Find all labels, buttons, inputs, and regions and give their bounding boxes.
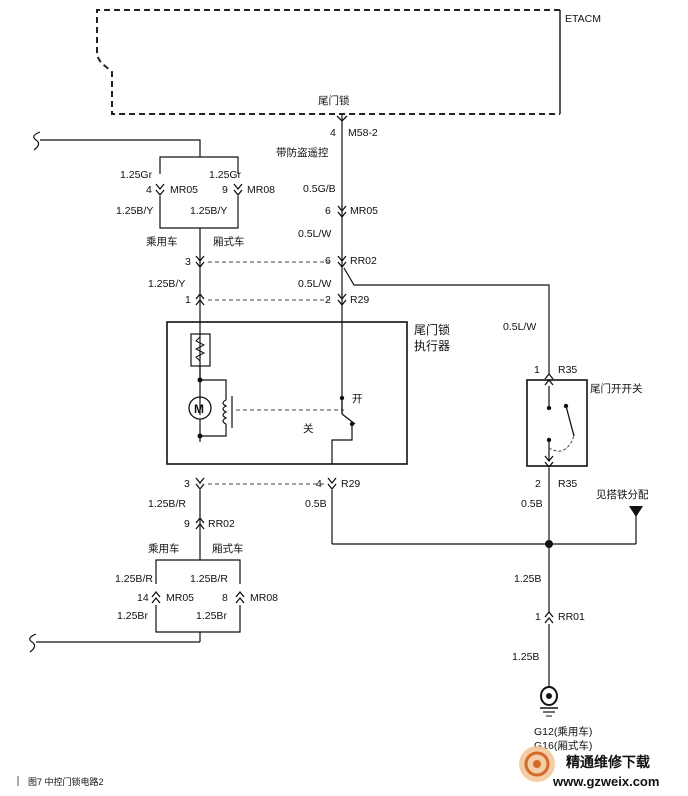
bottom-left-wire-left-out: 1.25Br [117,610,148,622]
center-wire-2: 0.5L/W [298,228,331,240]
bottom-left-conn-right-pin: 8 [222,592,228,604]
bottom-left-variant-right: 厢式车 [212,542,244,555]
etacm-module-outline [96,9,560,115]
actuator-open-label: 开 [352,393,363,405]
switch-blade [565,405,575,437]
center-wire-3: 0.5L/W [298,278,331,290]
bottom-left-conn-right-code: MR08 [250,592,278,604]
top-left-wire-left-out: 1.25B/Y [116,205,153,217]
bottom-left-wire-right: 1.25B/R [190,573,228,585]
center-conn-2-code: RR02 [350,255,377,267]
bottom-left-conn-code: RR02 [208,518,235,530]
actuator-bottom-left-wire: 1.25B/R [148,498,186,510]
left-mid-conn-2-pin: 1 [185,294,191,306]
switch-pin-bottom: 2 [535,478,541,490]
ground-wire-1: 1.25B [514,573,541,585]
bottom-left-wire-right-out: 1.25Br [196,610,227,622]
top-connector-pin: 4 [330,127,336,139]
top-left-conn-right-pin: 9 [222,184,228,196]
connector-r29-bottom-left [195,477,205,490]
top-connector-code: M58-2 [348,127,378,139]
top-left-wire-left: 1.25Gr [120,169,153,181]
bottom-left-variant-left: 乘用车 [148,542,180,555]
center-conn-2-pin: 6 [325,255,331,267]
top-left-wire-right-out: 1.25B/Y [190,205,227,217]
actuator-close-label: 关 [303,422,314,435]
left-mid-wire: 1.25B/Y [148,278,185,290]
tailgate-open-switch [526,379,588,467]
motor-label: M [194,402,204,416]
switch-title: 尾门开开关 [590,382,643,395]
top-left-variant-left: 乘用车 [146,235,178,248]
watermark-url: www.gzweix.com [552,774,659,789]
connector-mr08-top-left [233,183,243,196]
connector-r29-bottom-right [327,477,337,490]
ground-reference-arrow [629,506,643,517]
switch-wire-out: 0.5B [521,498,543,510]
top-left-conn-left-pin: 4 [146,184,152,196]
ground-label-1: G12(乘用车) [534,725,592,738]
watermark-text: 精通维修下载 [566,754,650,770]
switch-pin-top: 1 [534,364,540,376]
watermark-logo [519,746,555,782]
actuator-title-1: 尾门锁 [414,322,450,337]
connector-rr01 [544,611,554,624]
top-left-conn-right-code: MR08 [247,184,275,196]
center-conn-1-pin: 6 [325,205,331,217]
ground-label-2: G16(厢式车) [534,739,592,752]
ground-reference-label: 见搭铁分配 [596,488,649,501]
bottom-left-conn-left-pin: 14 [137,592,149,604]
connector-mr05-top-left [155,183,165,196]
bottom-left-conn-left-code: MR05 [166,592,194,604]
ground-terminal-icon [540,686,558,717]
actuator-title-2: 执行器 [414,339,450,353]
top-left-variant-right: 厢式车 [213,235,245,248]
splice-node [545,540,553,548]
ground-conn-pin: 1 [535,611,541,623]
center-conn-3-code: R29 [350,294,369,306]
top-left-conn-left-code: MR05 [170,184,198,196]
actuator-bottom-right-code: R29 [341,478,360,490]
actuator-bottom-left-pin: 3 [184,478,190,490]
coil-icon [222,399,228,425]
center-wire-1: 0.5G/B [303,183,336,195]
connector-mr08-bottom-left [235,591,245,604]
center-conn-1-code: MR05 [350,205,378,217]
bottom-left-conn-pin: 9 [184,518,190,530]
connector-mr05-bottom-left [151,591,161,604]
switch-wire-in: 0.5L/W [503,321,536,333]
top-connector-note: 带防盗遥控 [276,146,329,159]
switch-code-top: R35 [558,364,577,376]
etacm-pin-function: 尾门锁 [318,94,350,107]
actuator-bottom-right-wire: 0.5B [305,498,327,510]
tailgate-lock-actuator [166,321,408,465]
left-mid-conn-1-pin: 3 [185,256,191,268]
top-left-wire-right: 1.25Gr [209,169,242,181]
switch-code-bottom: R35 [558,478,577,490]
ground-wire-2: 1.25B [512,651,539,663]
etacm-label: ETACM [565,13,601,25]
actuator-bottom-right-pin: 4 [316,478,322,490]
bottom-left-wire-left: 1.25B/R [115,573,153,585]
figure-caption: 图7 中控门锁电路2 [28,776,104,787]
ground-conn-code: RR01 [558,611,585,623]
